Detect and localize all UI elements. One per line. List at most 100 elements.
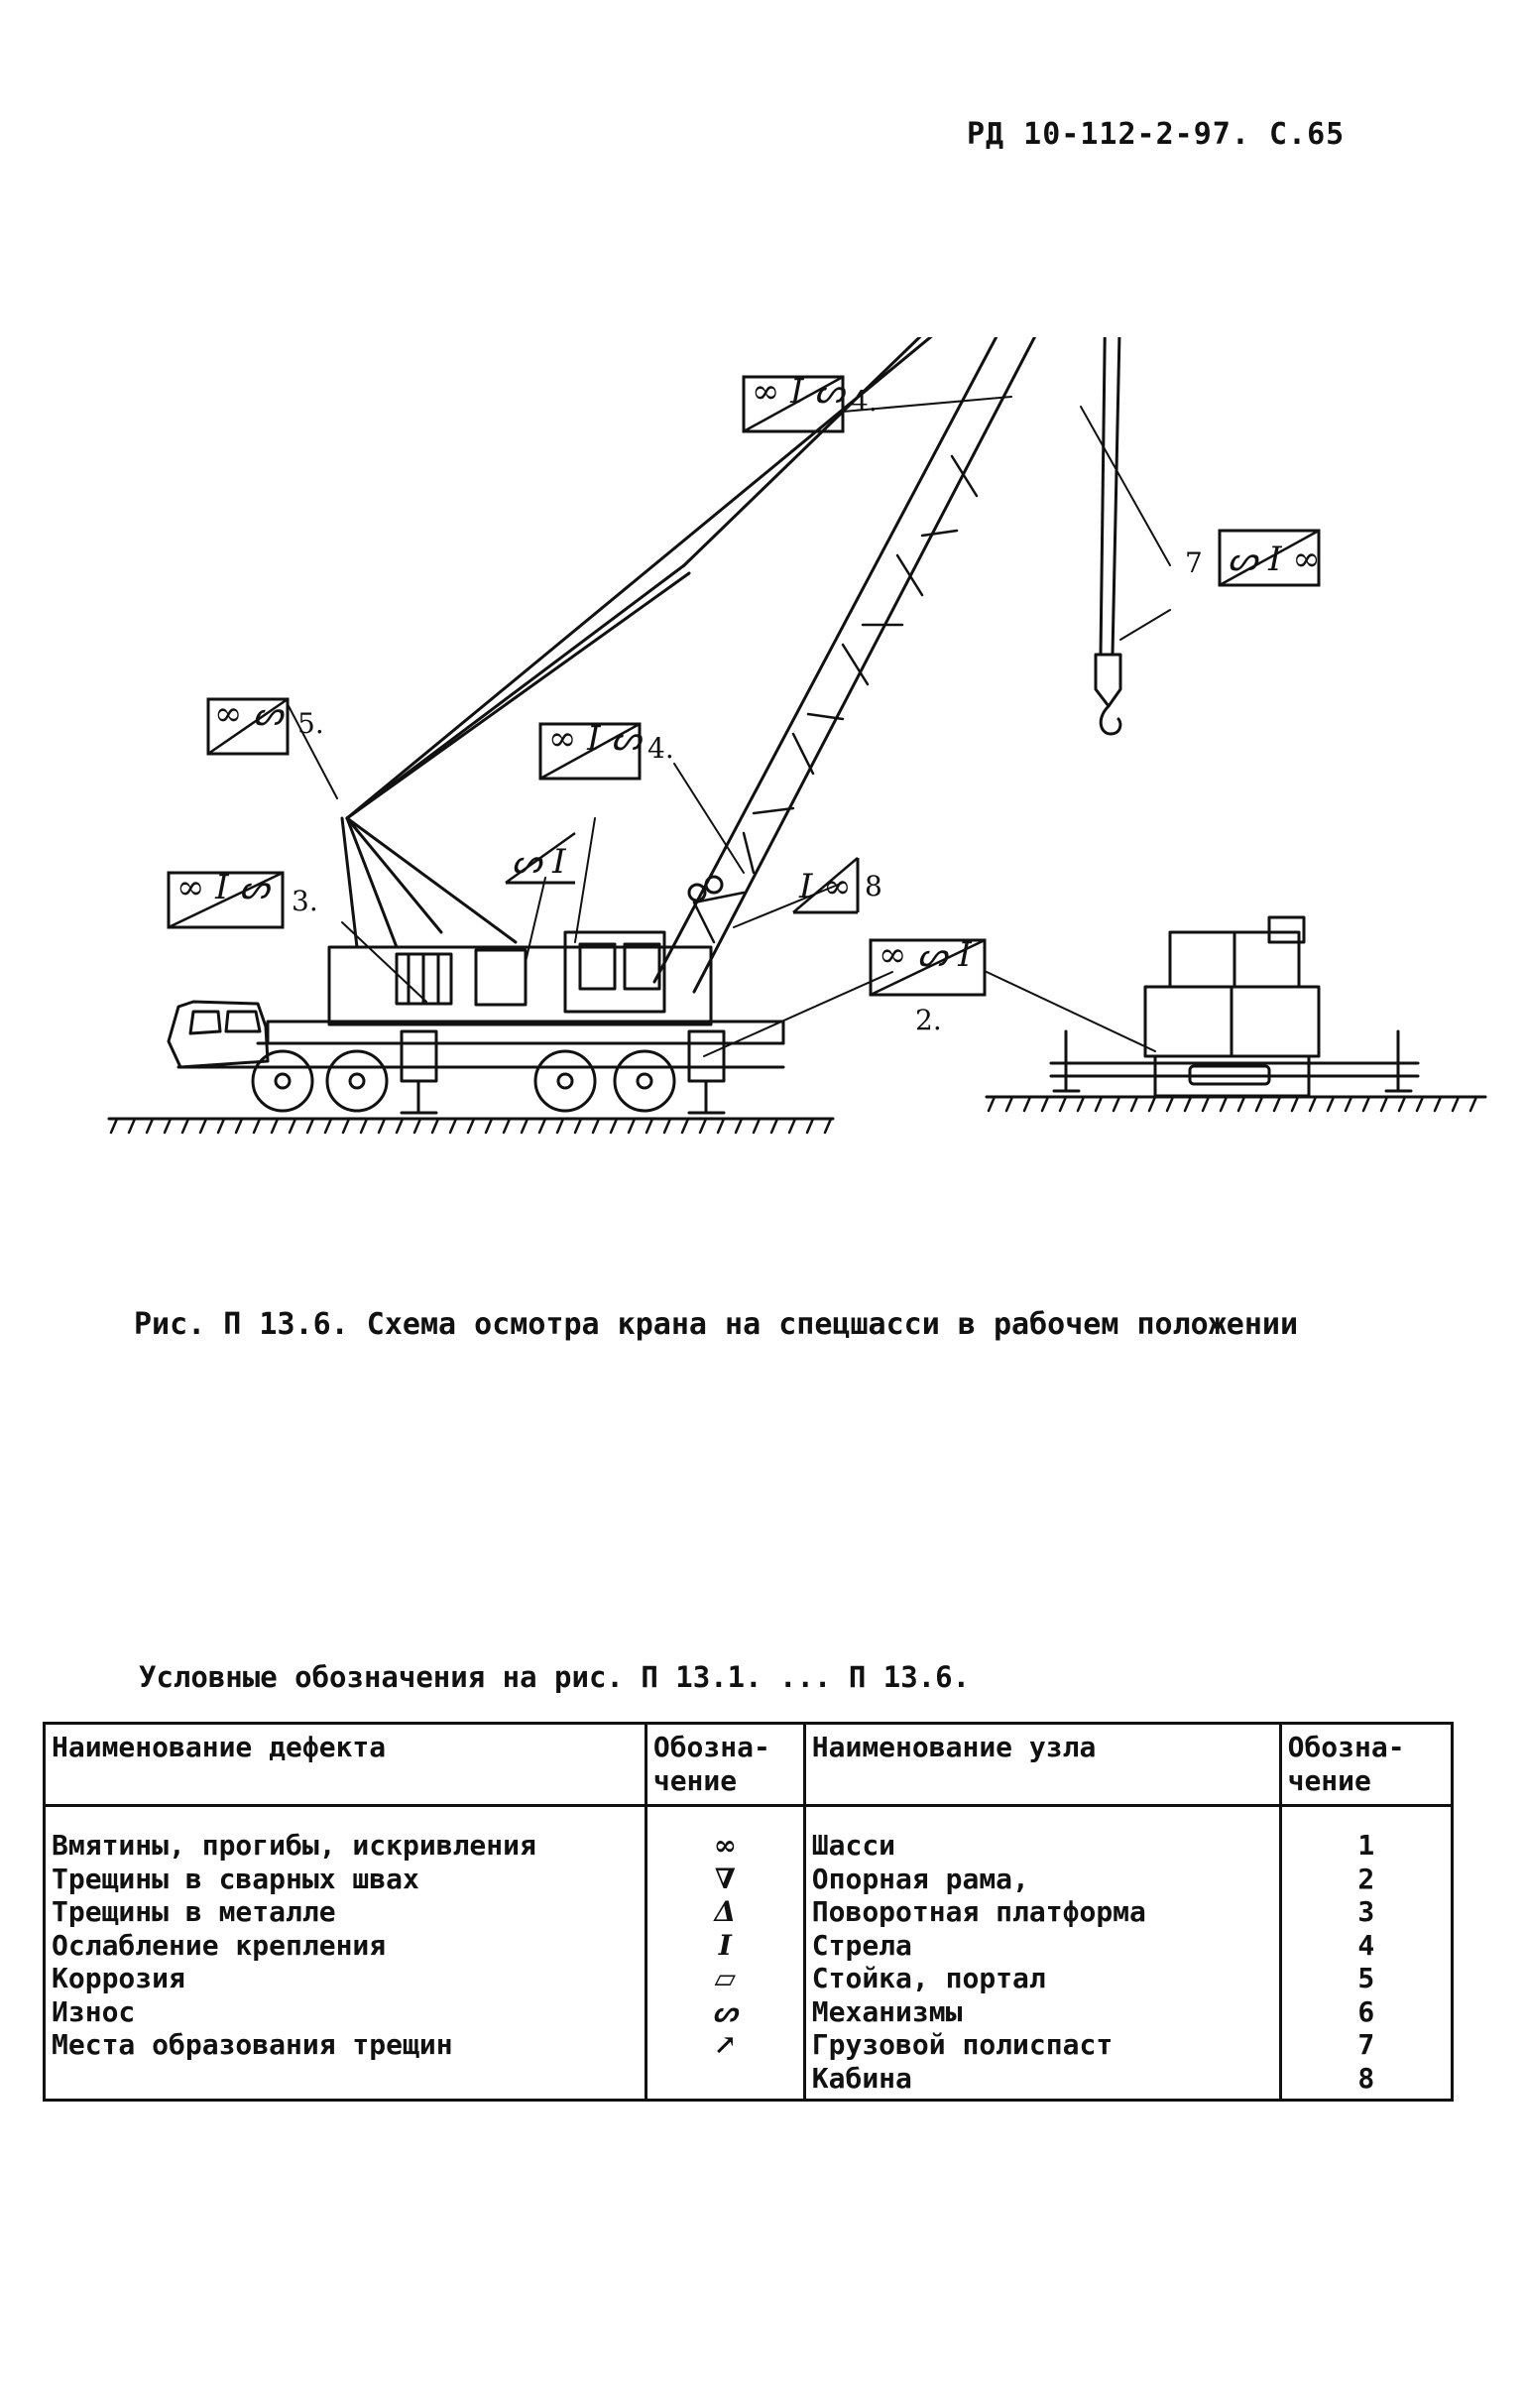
node-name: Опорная рама, xyxy=(811,1862,1029,1895)
defect-name: Ослабление крепления xyxy=(52,1928,387,1962)
ground-hatch-mark xyxy=(1272,1095,1282,1113)
ground-hatch-mark xyxy=(323,1117,333,1135)
ground-hatch-mark xyxy=(145,1117,155,1135)
ground-hatch-mark xyxy=(645,1117,654,1135)
node-number: 1 xyxy=(1357,1829,1375,1862)
boom-pendant xyxy=(345,563,686,820)
node-name: Кабина xyxy=(811,2061,912,2095)
crane-inspection-figure: ∞ I ᔕ 4. ᔕ I ∞ 7 ∞ ᔕ 5. ∞ I ᔕ 4. ᔕ I xyxy=(107,337,1487,1135)
node-numbers-cell: 1 2 3 4 5 6 7 8 xyxy=(1278,1804,1455,2102)
ground-hatch-mark xyxy=(987,1095,997,1113)
callout-boom-top: ∞ I ᔕ 4. xyxy=(742,372,878,433)
ground-hatch-mark xyxy=(1433,1095,1443,1113)
loose-fastening-symbol-icon: I xyxy=(718,1928,732,1962)
portal-stand xyxy=(340,816,518,949)
ground-hatch-mark xyxy=(805,1117,815,1135)
ground-hatch-mark xyxy=(1361,1095,1371,1113)
ground-hatch-mark xyxy=(1076,1095,1086,1113)
ground-hatch-mark xyxy=(1112,1095,1121,1113)
corrosion-symbol-icon: ▱ xyxy=(714,1962,737,1994)
ground-hatch-mark xyxy=(1397,1095,1407,1113)
node-number: 6 xyxy=(1357,1994,1375,2028)
crane-front-view xyxy=(1049,915,1420,1098)
ground-hatch-mark xyxy=(1058,1095,1068,1113)
ground-hatch-mark xyxy=(234,1117,244,1135)
ground-hatch-mark xyxy=(1129,1095,1139,1113)
dent-symbol-icon: ∞ xyxy=(713,1829,737,1862)
callout-symbols: ᔕ I xyxy=(512,842,566,882)
ground-hatch-mark xyxy=(769,1117,779,1135)
ground-right xyxy=(985,1095,1487,1113)
ground-hatch-mark xyxy=(430,1117,440,1135)
callout-label: 4. xyxy=(851,385,878,418)
wear-symbol-icon: ᔕ xyxy=(712,1994,738,2028)
ground-hatch-mark xyxy=(1344,1095,1353,1113)
callout-label: 4. xyxy=(647,732,674,765)
weld-crack-symbol-icon: ∇ xyxy=(714,1862,736,1895)
ground-hatch-mark xyxy=(1201,1095,1211,1113)
callout-label: 2. xyxy=(915,1004,942,1036)
ground-hatch-mark xyxy=(1415,1095,1425,1113)
ground-hatch-mark xyxy=(1040,1095,1050,1113)
callout-cabin: I ∞ 8 xyxy=(792,857,882,914)
callout-leaders xyxy=(287,396,1171,1057)
defect-name: Места образования трещин xyxy=(52,2028,453,2061)
callout-portal: ∞ ᔕ 5. xyxy=(206,694,324,756)
ground-hatch-mark xyxy=(555,1117,565,1135)
rotating-platform xyxy=(327,930,713,1026)
node-number: 7 xyxy=(1357,2028,1375,2061)
node-number: 3 xyxy=(1357,1895,1375,1928)
ground-hatch-mark xyxy=(1379,1095,1389,1113)
callout-mechanisms: ᔕ I xyxy=(505,831,576,885)
hook-block xyxy=(1094,337,1122,736)
ground-hatch-mark xyxy=(1183,1095,1193,1113)
callout-symbols: ∞ I ᔕ xyxy=(176,868,271,907)
ground-hatch-mark xyxy=(377,1117,387,1135)
legend-title: Условные обозначения на рис. П 13.1. ...… xyxy=(139,1660,971,1694)
ground-hatch-mark xyxy=(305,1117,315,1135)
ground-hatch-mark xyxy=(787,1117,797,1135)
callout-symbols: I ∞ xyxy=(798,867,852,906)
callout-platform: ∞ I ᔕ 3. xyxy=(167,868,318,929)
defect-name: Трещины в металле xyxy=(52,1895,336,1928)
ground-hatch-mark xyxy=(734,1117,744,1135)
node-name: Поворотная платформа xyxy=(811,1895,1146,1928)
ground-hatch-mark xyxy=(1094,1095,1104,1113)
ground-hatch-mark xyxy=(823,1117,833,1135)
ground-hatch-mark xyxy=(573,1117,583,1135)
defect-name: Коррозия xyxy=(52,1962,185,1994)
callout-label: 5. xyxy=(297,707,324,740)
header-node-name: Наименование узла xyxy=(802,1722,1282,1807)
callout-symbols: ∞ I ᔕ xyxy=(548,719,643,759)
node-name: Стойка, портал xyxy=(811,1962,1046,1994)
callout-symbols: ∞ ᔕ xyxy=(214,694,285,734)
defect-symbols-cell: ∞ ∇ Δ I ▱ ᔕ ↗ xyxy=(644,1804,806,2102)
ground-hatch-mark xyxy=(484,1117,494,1135)
ground-hatch-mark xyxy=(627,1117,637,1135)
ground-hatch-mark xyxy=(216,1117,226,1135)
ground-hatch-mark xyxy=(662,1117,672,1135)
figure-caption: Рис. П 13.6. Схема осмотра крана на спец… xyxy=(134,1307,1298,1342)
legend-table: Наименование дефекта Обозна-чение Наимен… xyxy=(43,1722,1455,2102)
ground-hatch-mark xyxy=(698,1117,708,1135)
ground-hatch-mark xyxy=(1290,1095,1300,1113)
chassis-wheels xyxy=(251,1049,676,1113)
legend-body-row: Вмятины, прогибы, искривления Трещины в … xyxy=(43,1804,1455,2102)
ground-hatch-mark xyxy=(180,1117,190,1135)
callout-label: 3. xyxy=(292,885,318,917)
ground-hatch-mark xyxy=(716,1117,726,1135)
ground-hatch-mark xyxy=(109,1117,119,1135)
ground-hatch-mark xyxy=(1468,1095,1478,1113)
ground-hatch-mark xyxy=(752,1117,762,1135)
node-name: Грузовой полиспаст xyxy=(811,2028,1114,2061)
node-name: Шасси xyxy=(811,1829,896,1862)
ground-hatch-mark xyxy=(466,1117,476,1135)
ground-hatch-mark xyxy=(1326,1095,1336,1113)
ground-hatch-mark xyxy=(1004,1095,1014,1113)
defect-name: Износ xyxy=(52,1994,136,2028)
ground-hatch-mark xyxy=(341,1117,351,1135)
ground-hatch-mark xyxy=(1254,1095,1264,1113)
ground-hatch-mark xyxy=(591,1117,601,1135)
defect-name: Вмятины, прогибы, искривления xyxy=(52,1829,536,1862)
node-number: 4 xyxy=(1357,1928,1375,1962)
